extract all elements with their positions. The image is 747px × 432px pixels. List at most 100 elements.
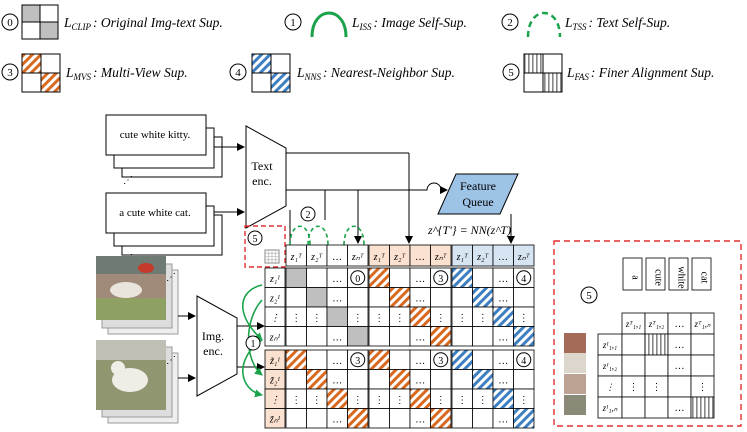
svg-text:…: … [498, 333, 508, 344]
matrix-cell [389, 267, 411, 288]
column-label: z₁ᵀ [373, 252, 386, 263]
positive-pair-cell [285, 349, 307, 370]
matrix-row-header: z̃₁ᴵz̃₂ᴵ⋮z̃ₙᴵ [264, 349, 286, 429]
svg-text:…: … [332, 274, 342, 285]
positive-pair-cell [347, 408, 369, 429]
caption-text: cute white kitty. [120, 129, 191, 141]
aligned-cell [690, 396, 715, 419]
svg-text:⋮: ⋮ [312, 395, 322, 406]
matrix-cell [368, 287, 390, 308]
legend: 0 LCLIP: Original Img-text Sup. 1 LISS: … [1, 4, 714, 93]
matrix-cell [472, 326, 494, 347]
text-encoder-trapezoid [245, 125, 287, 229]
legend-number: 1 [290, 17, 296, 29]
stack-dots: ⋰ [123, 175, 133, 186]
svg-text:…: … [498, 415, 508, 426]
svg-text:⋮: ⋮ [312, 313, 322, 324]
legend-number: 2 [507, 17, 513, 29]
column-label: … [499, 252, 508, 263]
svg-text:…: … [675, 319, 685, 330]
iss-number: 1 [251, 339, 256, 350]
fas-detail-panel [553, 240, 742, 427]
fas-cell [667, 375, 692, 398]
legend-fas-label: LFAS: Finer Alignment Sup. [566, 65, 714, 82]
matrix-cell [306, 349, 328, 370]
word-token: cat [699, 272, 710, 284]
row-label: z̃ₙᴵ [269, 415, 281, 426]
svg-text:…: … [332, 356, 342, 367]
matrix-cell [451, 287, 473, 308]
matrix-loss-number: 4 [521, 274, 526, 285]
cat-photo-2 [96, 340, 166, 410]
column-label: zₙᵀ [517, 252, 531, 263]
legend-number: 0 [7, 17, 13, 29]
column-label: zₙᵀ [434, 252, 448, 263]
fas-cell [644, 354, 669, 377]
word-token-box [668, 257, 689, 291]
svg-text:…: … [415, 333, 425, 344]
legend-tss-label: LTSS: Text Self-Sup. [564, 15, 670, 32]
positive-pair-cell [368, 349, 390, 370]
nns-matrix-icon [251, 53, 291, 93]
positive-pair-cell [472, 369, 494, 390]
positive-pair-cell [430, 326, 452, 347]
matrix-cell [472, 267, 494, 288]
svg-text:⋮: ⋮ [436, 313, 446, 324]
column-label: z₂ᵀ [310, 252, 323, 263]
matrix-cell [451, 369, 473, 390]
row-label: z₁ᴵ [269, 274, 280, 285]
positive-pair-cell [347, 326, 369, 347]
svg-text:…: … [498, 356, 508, 367]
matrix-cell [472, 408, 494, 429]
matrix-cell [285, 408, 307, 429]
column-label: … [416, 252, 425, 263]
column-label: … [333, 252, 342, 263]
legend-clip-label: LCLIP: Original Img-text Sup. [63, 15, 223, 32]
text-to-queue-line [286, 182, 447, 191]
row-label: ⋮ [270, 313, 280, 324]
svg-text:⋰: ⋰ [166, 272, 176, 283]
fas-row-label: zᴵ₁,₁ [602, 340, 617, 350]
fas-column-label: zᵀ₁,₁ [625, 319, 642, 329]
svg-text:…: … [415, 356, 425, 367]
positive-pair-cell [472, 287, 494, 308]
legend-number: 4 [235, 67, 241, 79]
fas-detail-number: 5 [586, 290, 592, 302]
matrix-cell [430, 369, 452, 390]
positive-pair-cell [492, 306, 514, 327]
matrix-cell [389, 408, 411, 429]
fas-row-label: ⋮ [606, 382, 615, 392]
fas-cell [621, 396, 646, 419]
matrix-cell [368, 408, 390, 429]
matrix-cell [285, 287, 307, 308]
svg-text:⋮: ⋮ [353, 313, 363, 324]
matrix-cell [430, 287, 452, 308]
positive-pair-cell [451, 267, 473, 288]
svg-text:…: … [415, 376, 425, 387]
matrix-cell [306, 408, 328, 429]
svg-text:…: … [332, 415, 342, 426]
fas-matrix-icon [523, 53, 563, 93]
matrix-cell [513, 369, 535, 390]
fas-image-patches [564, 333, 586, 415]
image-input-stack-1: ⋰ [96, 256, 179, 335]
image-input-stack-2: ⋰ [96, 340, 179, 424]
matrix-loss-number: 0 [355, 274, 360, 285]
svg-text:…: … [415, 415, 425, 426]
positive-pair-cell [389, 287, 411, 308]
svg-text:⋮: ⋮ [457, 313, 467, 324]
image-selfsup-arc-icon [310, 11, 348, 38]
row-label: zₙᴵ [269, 333, 281, 344]
text-selfsup-arcs [289, 225, 365, 246]
fas-mini-grid-icon [264, 249, 280, 264]
svg-text:…: … [332, 376, 342, 387]
column-label: zₙᵀ [351, 252, 365, 263]
fas-highlight-box [244, 225, 286, 268]
similarity-matrix: ……⋮⋮⋮…0 [285, 267, 369, 347]
word-token-box [691, 257, 712, 291]
svg-text:…: … [675, 361, 685, 372]
matrix-cell [306, 267, 328, 288]
